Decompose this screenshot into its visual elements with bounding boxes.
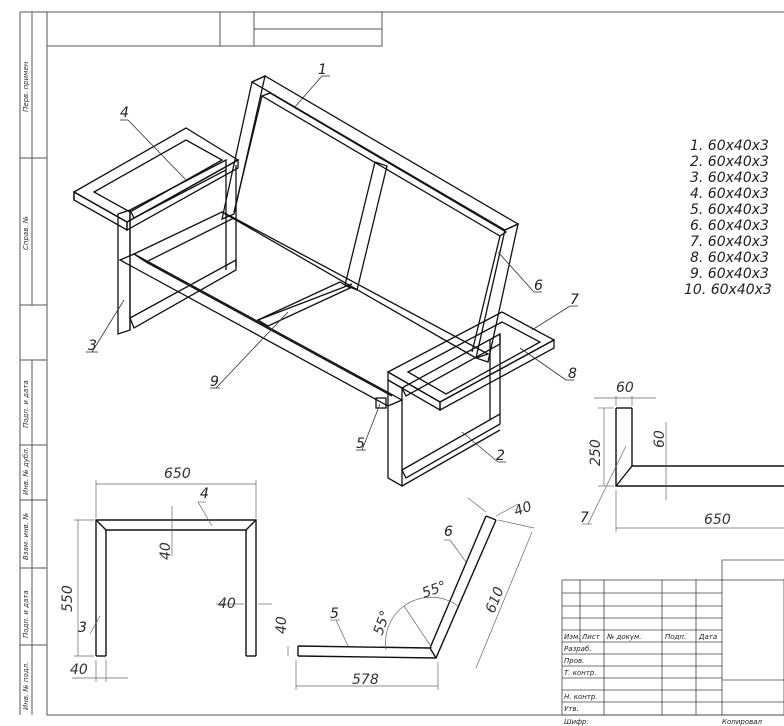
tb-row-tkontr: Т. контр. xyxy=(564,669,597,677)
side-label-5: Взам. инв. № xyxy=(22,512,30,560)
side-label-3: Подп. и дата xyxy=(22,380,30,428)
spec-item: 1. 60x40x3 xyxy=(690,138,769,154)
tb-copied: Копировал xyxy=(722,718,763,726)
callout-3: 3 xyxy=(88,338,97,354)
spec-item: 3. 60x40x3 xyxy=(690,170,769,186)
tb-row-razrab: Разраб. xyxy=(564,645,592,653)
dim-40-wall: 40 xyxy=(158,542,174,560)
spec-item: 8. 60x40x3 xyxy=(690,250,769,266)
dim-250: 250 xyxy=(588,439,604,466)
spec-item: 9. 60x40x3 xyxy=(690,266,769,282)
callout-4-view: 4 xyxy=(200,486,209,502)
callout-1: 1 xyxy=(318,62,327,78)
dim-578: 578 xyxy=(352,672,379,688)
spec-item: 6. 60x40x3 xyxy=(690,218,769,234)
sheet-frame xyxy=(19,11,784,716)
spec-list: 1. 60x40x3 2. 60x40x3 3. 60x40x3 4. 60x4… xyxy=(684,138,772,298)
callout-6: 6 xyxy=(534,278,543,294)
callout-6-view: 6 xyxy=(444,524,453,540)
side-label-7: Инв. № подл. xyxy=(22,662,30,710)
side-label-1: Перв. примен xyxy=(22,61,30,112)
side-label-6: Подп. и дата xyxy=(22,590,30,638)
callout-7: 7 xyxy=(570,292,579,308)
dim-angle-55-1: 55° xyxy=(371,609,395,638)
callout-8: 8 xyxy=(568,366,577,382)
dim-60-t: 60 xyxy=(652,430,668,448)
tb-cipher: Шифр: xyxy=(564,718,589,726)
dim-650: 650 xyxy=(164,466,191,482)
callout-leaders xyxy=(86,75,578,463)
callout-4: 4 xyxy=(120,105,129,121)
spec-item: 4. 60x40x3 xyxy=(690,186,769,202)
title-block xyxy=(561,559,784,716)
dim-40-5: 40 xyxy=(274,616,290,634)
spec-item: 7. 60x40x3 xyxy=(690,234,769,250)
dim-550: 550 xyxy=(60,585,76,612)
callout-5: 5 xyxy=(356,436,365,452)
view-part-4: 650 550 40 40 40 4 3 xyxy=(60,466,272,682)
dim-60-top: 60 xyxy=(616,380,634,396)
dim-40-6: 40 xyxy=(512,499,534,520)
spec-item: 2. 60x40x3 xyxy=(690,154,769,170)
tb-row-prov: Пров. xyxy=(564,657,584,665)
tb-row-utv: Утв. xyxy=(564,705,579,713)
tb-header-list: Лист xyxy=(581,633,601,641)
spec-item: 5. 60x40x3 xyxy=(690,202,769,218)
tb-row-nkontr: Н. контр. xyxy=(564,693,598,701)
callout-7-view: 7 xyxy=(580,510,589,526)
dim-650-7: 650 xyxy=(704,512,731,528)
dim-40-right: 40 xyxy=(218,596,236,612)
dim-angle-55-2: 55° xyxy=(420,578,449,602)
bench-isometric xyxy=(72,74,556,488)
spec-item: 10. 60x40x3 xyxy=(684,282,772,298)
callout-5-view: 5 xyxy=(330,606,339,622)
tb-header-date: Дата xyxy=(698,633,717,641)
side-label-4: Инв. № дубл. xyxy=(22,447,30,495)
callout-2: 2 xyxy=(496,448,505,464)
view-part-7: 60 250 60 650 7 xyxy=(580,380,784,532)
callout-9: 9 xyxy=(210,374,219,390)
callout-3-view: 3 xyxy=(78,620,87,636)
dim-40-bottom: 40 xyxy=(70,662,88,678)
side-label-2: Справ. № xyxy=(22,216,30,250)
tb-header-izm: Изм. xyxy=(564,633,580,641)
view-part-5-6: 578 40 55° 55° 5 6 610 40 xyxy=(274,497,534,690)
tb-header-sign: Подп. xyxy=(665,633,686,641)
tb-header-doc: № докум. xyxy=(606,633,642,641)
